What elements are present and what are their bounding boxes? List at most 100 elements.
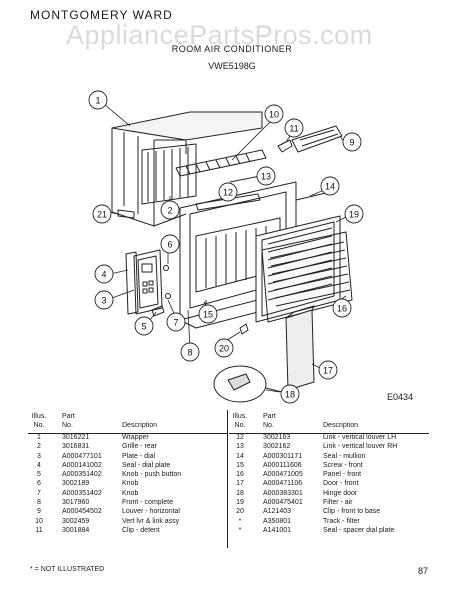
vertical-louver-assembly [175, 149, 267, 177]
cell-illus-no: 12 [236, 434, 244, 441]
cell-illus-no: 15 [236, 461, 244, 469]
header-illus-no: Illus. No. [31, 413, 47, 429]
push-button-knob-part [151, 305, 165, 317]
cell-part-no: A350801 [263, 517, 292, 525]
callout-15: 15 [198, 304, 218, 324]
cell-illus-no: 11 [35, 526, 43, 534]
header-illus-no: Illus. No. [232, 413, 248, 429]
page-mark: 87 [418, 566, 429, 576]
header-part-no: Part No. [263, 413, 276, 429]
front-panel-part [261, 231, 353, 323]
cell-part-no: A000111606 [263, 461, 302, 469]
cell-illus-no: 5 [37, 471, 41, 479]
callout-19: 19 [344, 204, 364, 224]
cell-illus-no: 3 [37, 452, 41, 460]
cell-illus-no: 14 [236, 452, 244, 460]
callout-16: 16 [332, 298, 352, 318]
footnote: * = NOT ILLUSTRATED [30, 566, 105, 573]
cell-description: Filter - air [323, 499, 353, 507]
table-header: Illus. No. Part No. Description [229, 410, 429, 434]
cell-description: Panel - front [323, 471, 362, 479]
cell-description: Knob - push button [122, 471, 182, 479]
svg-text:13: 13 [261, 172, 271, 182]
svg-text:18: 18 [285, 390, 295, 400]
cell-illus-no: 1 [37, 434, 41, 441]
cell-illus-no: 2 [37, 443, 41, 451]
cell-part-no: 3016831 [62, 443, 90, 451]
cell-description: Hinge door [323, 489, 358, 497]
air-filter-part [255, 215, 341, 323]
cell-description: Clip - detent [122, 526, 160, 534]
cell-description: Door - front [323, 480, 359, 488]
cell-illus-no: 7 [37, 489, 41, 497]
cell-part-no: A000454502 [62, 508, 102, 516]
svg-text:9: 9 [349, 138, 354, 148]
exploded-parts-diagram: 1 2 3 4 5 6 7 8 9 10 11 12 13 14 15 16 1… [88, 90, 364, 404]
cell-part-no: A000351402 [62, 471, 102, 479]
svg-text:10: 10 [269, 110, 279, 120]
cell-part-no: A121403 [263, 508, 292, 516]
horizontal-louver-part [291, 125, 343, 153]
cell-illus-no: 4 [37, 461, 41, 469]
detent-clip-part [277, 139, 293, 153]
cell-part-no: A000383301 [263, 489, 303, 497]
cabinet-bracket-part [117, 209, 135, 219]
header-part-no: Part No. [62, 413, 75, 429]
callout-labels: 1 2 3 4 5 6 7 8 9 10 11 12 13 14 15 16 1… [88, 90, 364, 404]
svg-text:5: 5 [141, 322, 146, 332]
callout-17: 17 [318, 360, 338, 380]
cell-description: Seal - spacer dial plate [323, 526, 395, 534]
svg-text:3: 3 [101, 296, 106, 306]
cell-part-no: 3002162 [263, 443, 291, 451]
cell-description: Knob [122, 489, 139, 497]
table-row: 5 A000351402 Knob - push button [28, 471, 228, 480]
cell-description: Louver - horizontal [122, 508, 180, 516]
svg-text:2: 2 [167, 206, 172, 216]
callout-12: 12 [218, 182, 238, 202]
cell-part-no: 3002459 [62, 517, 90, 525]
dial-plate-part [133, 249, 163, 315]
cell-illus-no: 19 [236, 499, 244, 507]
cell-description: Front - complete [122, 499, 173, 507]
svg-text:4: 4 [101, 270, 106, 280]
svg-text:7: 7 [173, 318, 178, 328]
cell-part-no: 3016221 [62, 434, 90, 441]
svg-text:15: 15 [203, 310, 213, 320]
cell-description: Track - filter [323, 517, 360, 525]
header-description: Description [122, 422, 158, 429]
table-row: 1 3016221 Wrapper [28, 434, 228, 443]
callout-4: 4 [94, 264, 114, 284]
callout-3: 3 [94, 290, 114, 310]
cell-description: Seal - dial plate [122, 461, 171, 469]
callout-7: 7 [166, 312, 186, 332]
cell-part-no: 3017960 [62, 499, 90, 507]
cell-part-no: 3002163 [263, 434, 291, 441]
callout-5: 5 [134, 316, 154, 336]
wrapper-part [111, 111, 263, 227]
front-base-clip-part [239, 323, 249, 335]
cell-part-no: A000301171 [263, 452, 303, 460]
svg-text:6: 6 [167, 240, 172, 250]
page-title: ROOM AIR CONDITIONER [171, 44, 293, 54]
model-number: VWE5198G [208, 61, 256, 71]
callout-21: 21 [92, 204, 112, 224]
front-door-part [285, 305, 315, 391]
cell-description: Wrapper [122, 434, 149, 441]
svg-text:17: 17 [323, 366, 333, 376]
parts-column-right: Illus. No. Part No. Description 12 300216… [229, 410, 429, 536]
table-header: Illus. No. Part No. Description [28, 410, 228, 434]
svg-text:8: 8 [187, 348, 192, 358]
svg-text:14: 14 [325, 182, 335, 192]
cell-part-no: A000477101 [62, 452, 102, 460]
